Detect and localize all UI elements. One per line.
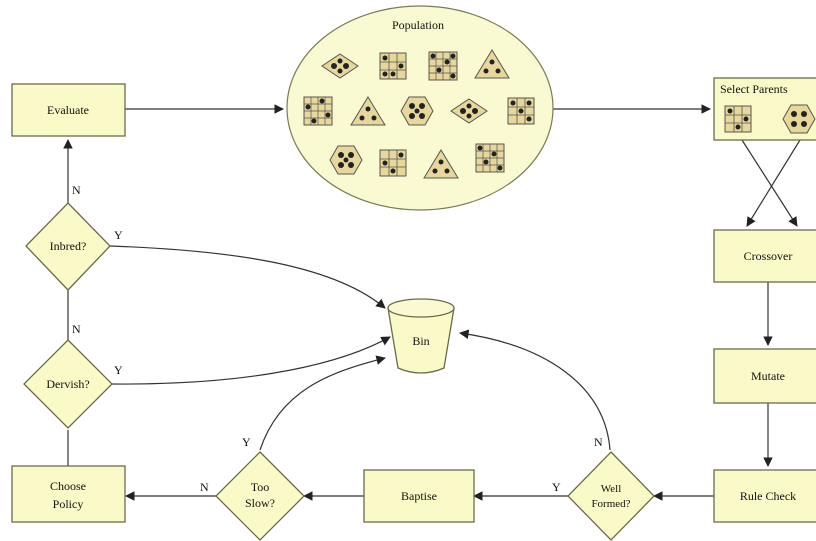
edge-dervish-bin [111,336,391,385]
too-slow-yes-label: Y [242,435,251,449]
baptise-box: Baptise [363,469,475,523]
inbred-label: Inbred? [50,239,87,253]
well-formed-no-label: N [594,435,603,449]
mutate-label: Mutate [751,369,785,383]
well-formed-label-line2: Formed? [591,498,630,510]
too-slow-label-line2: Slow? [245,496,275,510]
crossover-label: Crossover [744,249,793,263]
grid-pattern-icon [507,97,535,125]
evaluate-label: Evaluate [47,103,89,117]
select-parents-label: Select Parents [720,82,788,96]
triangle-pattern-icon [423,149,459,179]
too-slow-no-label: N [200,480,209,494]
triangle-pattern-icon [350,96,386,126]
population-patterns [303,49,535,179]
edge-select-crossover-a [741,139,798,227]
population-label: Population [392,18,444,32]
dervish-no-label: N [72,322,81,336]
well-formed-label-line1: Well [601,483,622,495]
choose-policy-box: Choose Policy [11,465,126,523]
grid-pattern-icon [379,149,407,177]
dervish-label: Dervish? [46,377,89,391]
diamond-pattern-icon [450,98,488,124]
rule-check-box: Rule Check [713,469,816,523]
choose-policy-label-line2: Policy [53,497,84,511]
grid-pattern-icon [724,105,752,133]
rule-check-label: Rule Check [740,489,796,503]
grid-pattern-icon [475,143,505,173]
hexagon-pattern-icon [329,145,363,175]
inbred-no-label: N [72,183,81,197]
dervish-decision: Dervish? [23,339,113,429]
well-formed-decision: Well Formed? [567,451,655,541]
too-slow-label-line1: Too [251,480,270,494]
triangle-pattern-icon [474,49,510,79]
well-formed-yes-label: Y [552,480,561,494]
diamond-pattern-icon [321,53,359,79]
inbred-decision: Inbred? [25,202,111,291]
mutate-box: Mutate [713,348,816,404]
grid-pattern-icon [379,52,407,80]
dervish-yes-label: Y [114,363,123,377]
hexagon-pattern-icon [782,104,816,134]
crossover-box: Crossover [713,229,816,283]
edge-inbred-bin [109,245,386,309]
grid-pattern-icon [428,51,458,81]
edges [63,104,801,501]
bin-icon: Bin [387,298,455,374]
edge-select-crossover-b [746,139,801,227]
select-parents-box: Select Parents [713,77,816,141]
edge-tooslow-bin [259,355,386,451]
baptise-label: Baptise [401,489,437,503]
evaluate-box: Evaluate [11,83,126,137]
edge-wellformed-bin [459,329,611,451]
choose-policy-label-line1: Choose [50,479,86,493]
grid-pattern-icon [303,96,333,126]
bin-label: Bin [412,334,429,348]
inbred-yes-label: Y [114,228,123,242]
hexagon-pattern-icon [400,96,434,126]
edge-labels: N Y N Y N Y N Y [72,183,603,494]
too-slow-decision: Too Slow? [215,451,305,541]
